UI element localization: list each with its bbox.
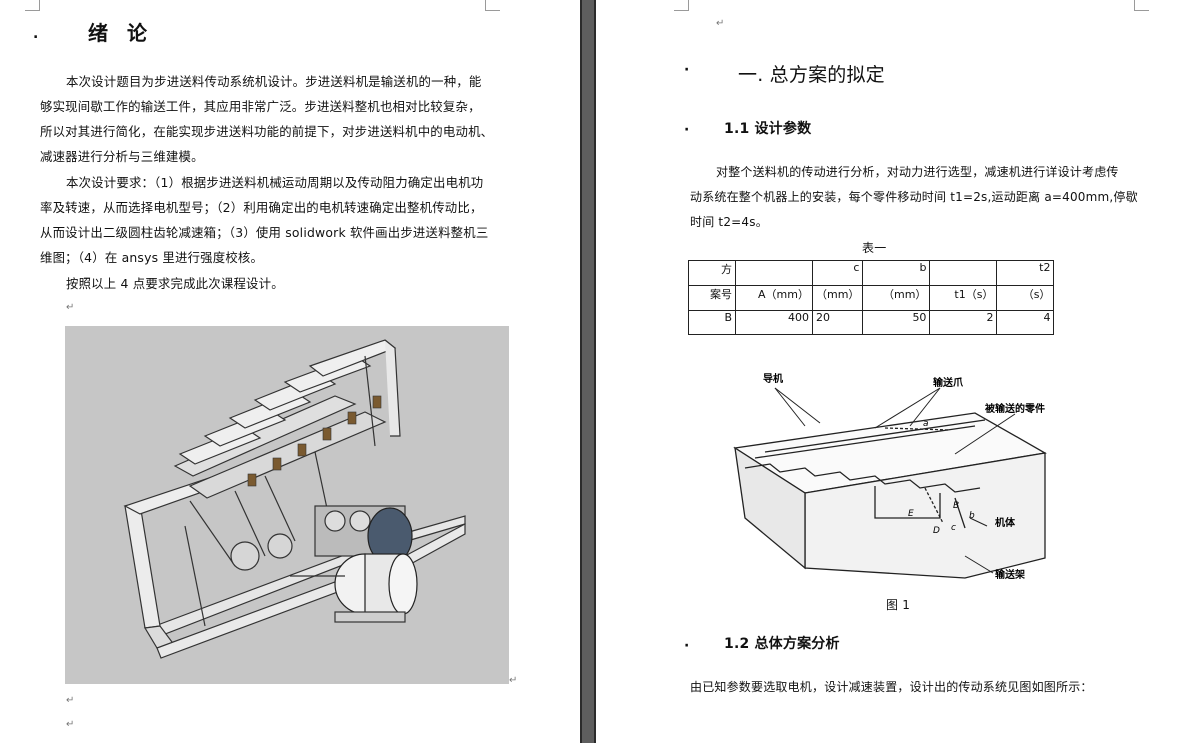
document-page-right: ↵ (596, 0, 1182, 743)
return-mark: ↵ (66, 302, 75, 313)
return-mark: ↵ (66, 695, 75, 706)
return-mark: ↵ (66, 719, 75, 730)
table-header-row: 案号 A（mm） （mm） （mm） t1（s） （s） (688, 285, 1055, 311)
return-mark: ↵ (716, 18, 725, 29)
chapter-bullet: . (33, 26, 39, 42)
feeder-3d-model-image (65, 326, 509, 684)
parameter-table: 方 c b t2 案号 A（mm） （mm） （mm） t1（s） （s） B … (688, 260, 1055, 335)
sub2-title: 1.2 总体方案分析 (724, 636, 840, 652)
intro-line-2: 够实现间歇工作的输送工件，其应用非常广泛。步进送料整机也相对比较复杂， (40, 99, 481, 114)
table-header-cell: （s） (996, 285, 1055, 311)
analysis-line: 由已知参数要选取电机，设计减速装置，设计出的传动系统见图如图所示： (690, 680, 1093, 694)
page-gutter (580, 0, 596, 743)
requirement-line-2: 率及转速，从而选择电机型号；（2）利用确定出的电机转速确定出整机传动比， (40, 200, 483, 215)
section-bullet: · (684, 62, 690, 78)
table-header-cell: c (811, 260, 864, 286)
requirement-line-3: 从而设计出二级圆柱齿轮减速箱；（3）使用 solidwork 软件画出步进送料整… (40, 225, 489, 240)
param-line-2: 动系统在整个机器上的安装，每个零件移动时间 t1=2s,运动距离 a=400mm… (690, 190, 1138, 204)
requirement-line-4: 维图；（4）在 ansys 里进行强度校核。 (40, 250, 264, 265)
label-frame: 输送架 (995, 568, 1025, 581)
figure-caption: 图 1 (886, 598, 911, 612)
label-b: b (969, 511, 975, 521)
label-c: c (951, 523, 956, 533)
closing-line: 按照以上 4 点要求完成此次课程设计。 (66, 276, 284, 291)
table-cell: B (688, 310, 736, 335)
table-header-cell (929, 260, 998, 286)
table-header-cell (735, 260, 813, 286)
table-header-cell: （mm） (862, 285, 931, 311)
table-cell: 50 (862, 310, 931, 335)
label-D: D (933, 526, 940, 536)
table-cell: 400 (735, 310, 813, 335)
table-header-cell: 方 (688, 260, 736, 286)
param-line-3: 时间 t2=4s。 (690, 215, 768, 229)
intro-line-3: 所以对其进行简化，在能实现步进送料功能的前提下，对步进送料机中的电动机、 (40, 124, 494, 139)
crop-mark-top-right (1134, 0, 1149, 11)
label-guide: 导机 (763, 372, 783, 385)
chapter-title: 绪 论 (88, 21, 153, 45)
label-part: 被输送的零件 (985, 402, 1045, 415)
table-caption: 表一 (862, 241, 887, 255)
table-header-row: 方 c b t2 (688, 260, 1055, 286)
section-title: 一. 总方案的拟定 (738, 64, 885, 86)
feeder-mechanism-diagram: 导机 输送爪 被输送的零件 机体 输送架 a b c B D E (725, 368, 1065, 590)
requirement-line-1: 本次设计要求：（1）根据步进送料机械运动周期以及传动阻力确定出电机功 (66, 175, 484, 190)
param-line-1: 对整个送料机的传动进行分析，对动力进行选型，减速机进行详设计考虑传 (716, 165, 1119, 179)
crop-mark-top-left (674, 0, 689, 11)
intro-line-1: 本次设计题目为步进送料传动系统机设计。步进送料机是输送机的一种，能 (66, 74, 482, 89)
table-cell: 20 (811, 310, 864, 335)
table-header-cell: （mm） (811, 285, 864, 311)
table-row: B 400 20 50 2 4 (688, 310, 1055, 335)
table-header-cell: t1（s） (929, 285, 998, 311)
table-cell: 2 (929, 310, 998, 335)
crop-mark-top-right (485, 0, 500, 11)
crop-mark-top-left (25, 0, 40, 11)
sub1-bullet: · (684, 122, 690, 138)
label-body: 机体 (995, 516, 1016, 529)
sub2-bullet: · (684, 638, 690, 654)
label-E: E (908, 509, 914, 519)
label-a: a (923, 419, 929, 429)
sub1-title: 1.1 设计参数 (724, 121, 812, 137)
table-cell: 4 (996, 310, 1055, 335)
table-header-cell: t2 (996, 260, 1055, 286)
document-page-left: . 绪 论 本次设计题目为步进送料传动系统机设计。步进送料机是输送机的一种，能 … (0, 0, 580, 743)
intro-line-4: 减速器进行分析与三维建模。 (40, 149, 204, 164)
label-B: B (953, 501, 959, 511)
label-claw: 输送爪 (933, 376, 964, 389)
table-header-cell: b (862, 260, 931, 286)
table-header-cell: 案号 (688, 285, 736, 311)
table-header-cell: A（mm） (735, 285, 813, 311)
return-mark: ↵ (509, 675, 518, 686)
